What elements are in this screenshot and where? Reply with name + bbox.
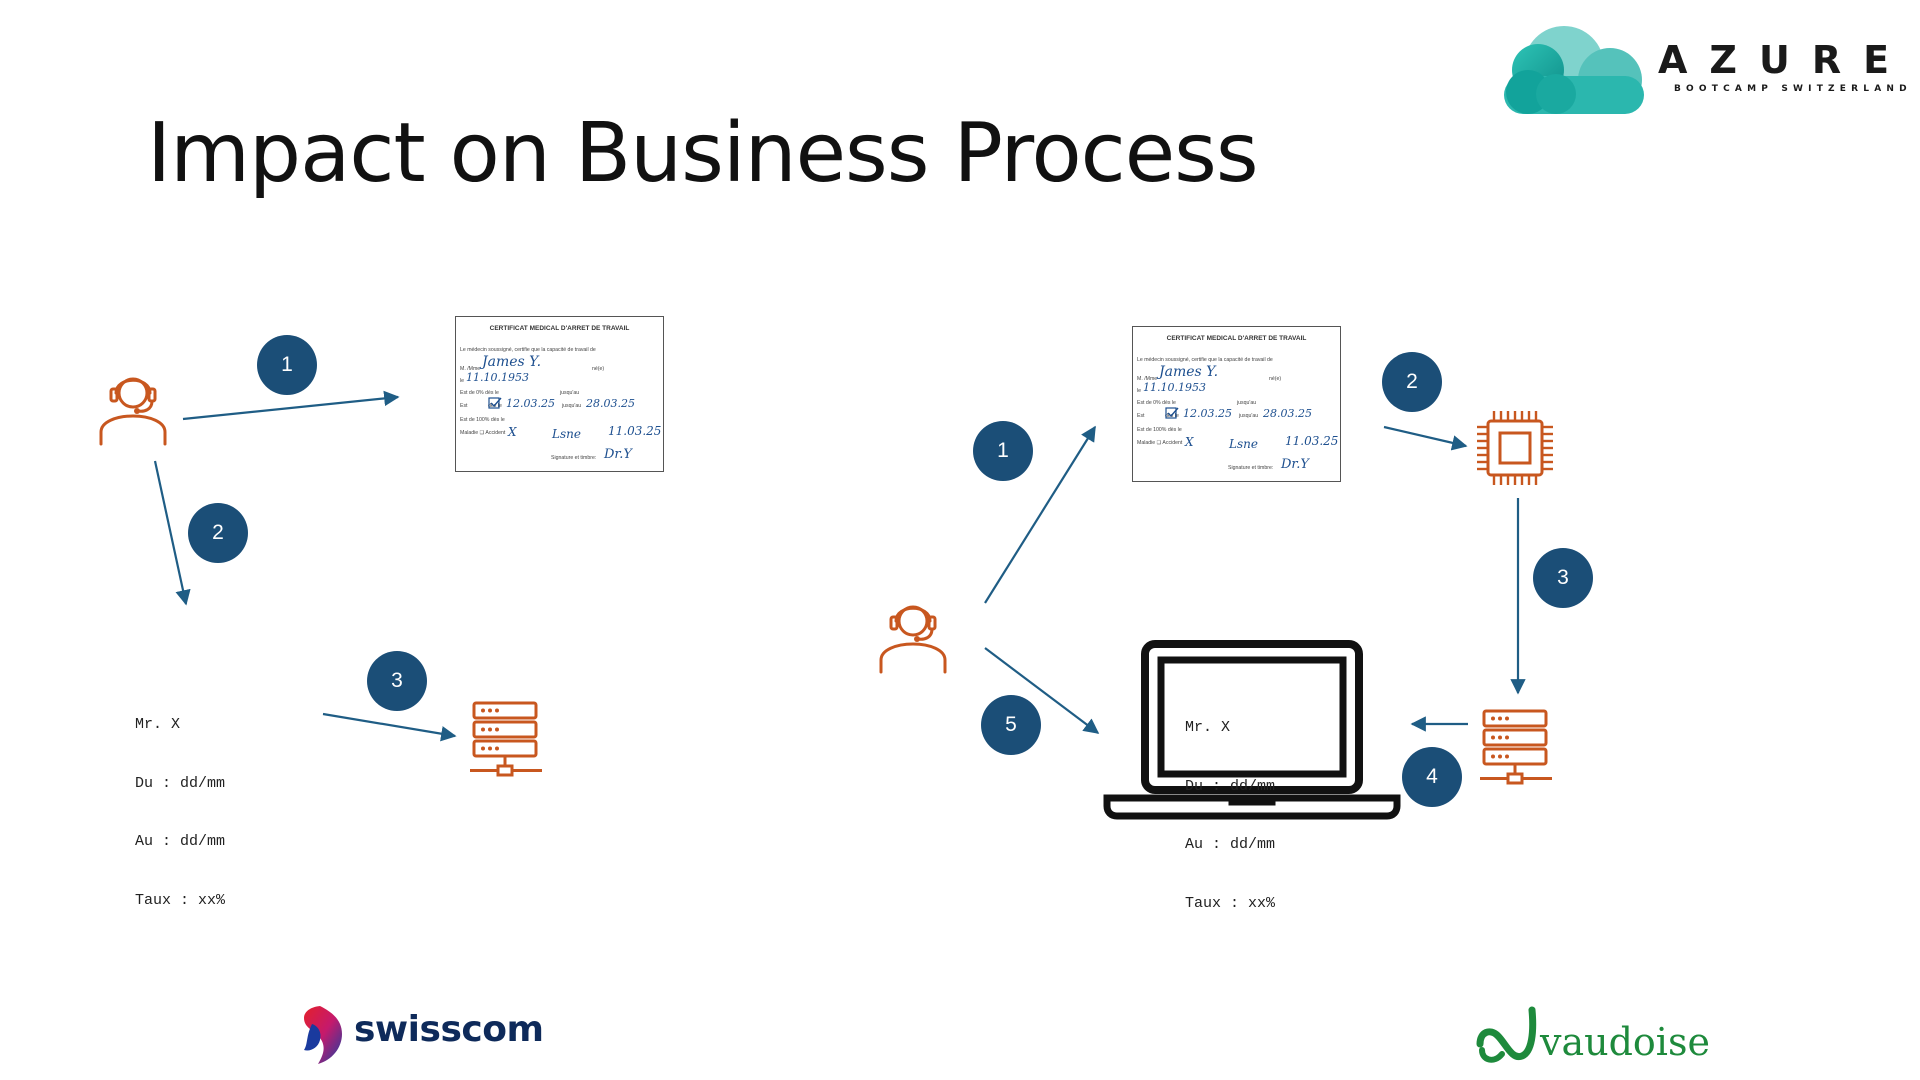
certificate-title: CERTIFICAT MEDICAL D'ARRET DE TRAVAIL	[489, 325, 630, 332]
step-badge-right-4: 4	[1402, 747, 1462, 807]
extracted-form-left: Mr. X Du : dd/mm Au : dd/mm Taux : xx%	[135, 676, 225, 949]
azure-wordmark: AZURE	[1658, 38, 1912, 82]
form-line-to: Au : dd/mm	[135, 833, 226, 850]
handwritten-to-date: 28.03.25	[586, 397, 635, 410]
certificate-line: Signature et timbre:	[1228, 465, 1274, 471]
headset-agent-icon	[99, 377, 167, 446]
certificate-line: jusqu'au	[1237, 400, 1257, 406]
handwritten-date: 11.03.25	[1285, 434, 1339, 448]
handwritten-from-date: 12.03.25	[1183, 407, 1232, 420]
certificate-line: jusqu'au	[560, 390, 580, 396]
certificate-line: Le médecin soussigné, certifie que la ca…	[460, 347, 596, 353]
certificate-line: M. /Mme	[1137, 376, 1158, 382]
certificate-line: le	[1137, 388, 1142, 394]
handwritten-signature: Dr.Y	[1281, 457, 1309, 472]
certificate-line: le	[460, 378, 465, 384]
checkbox-mark-icon	[488, 397, 502, 409]
certificate-line: Est de 0% dès le	[1137, 400, 1176, 406]
left-arrow-1	[182, 390, 400, 421]
form-line-name: Mr. X	[1185, 719, 1231, 736]
step-badge-left-3: 3	[367, 651, 427, 711]
step-badge-right-2: 2	[1382, 352, 1442, 412]
certificate-line: Le médecin soussigné, certifie que la ca…	[1137, 357, 1273, 363]
azure-subtitle: BOOTCAMP SWITZERLAND	[1674, 84, 1912, 94]
headset-agent-icon	[879, 605, 947, 674]
handwritten-name: James Y.	[482, 354, 542, 370]
form-line-from: Du : dd/mm	[1185, 777, 1276, 795]
server-icon	[470, 701, 542, 777]
form-line-name: Mr. X	[135, 716, 181, 733]
certificate-line: Est de 100% dès le	[1137, 427, 1182, 433]
handwritten-place: Lsne	[552, 427, 581, 441]
step-badge-right-1: 1	[973, 421, 1033, 481]
step-badge-right-3: 3	[1533, 548, 1593, 608]
swisscom-logo	[304, 1006, 342, 1064]
certificate-line: jusqu'au	[1239, 413, 1259, 419]
swisscom-wordmark: swisscom	[354, 1009, 544, 1050]
medical-certificate-right: CERTIFICAT MEDICAL D'ARRET DE TRAVAIL Le…	[1132, 326, 1341, 482]
handwritten-date: 11.03.25	[608, 424, 662, 438]
step-badge-left-2: 2	[188, 503, 248, 563]
form-line-to: Au : dd/mm	[1185, 836, 1276, 853]
certificate-line: né(e)	[592, 366, 605, 372]
handwritten-place: Lsne	[1229, 437, 1258, 451]
handwritten-x: X	[1185, 435, 1194, 449]
certificate-line: Maladie ❑ Accident	[1137, 440, 1183, 446]
handwritten-birthdate: 11.10.1953	[466, 371, 529, 384]
cpu-chip-icon	[1477, 411, 1553, 485]
medical-certificate-left: CERTIFICAT MEDICAL D'ARRET DE TRAVAIL Le…	[455, 316, 664, 472]
certificate-line: M. /Mme	[460, 366, 481, 372]
vaudoise-logo	[1476, 1006, 1537, 1063]
certificate-line: Signature et timbre:	[551, 455, 597, 461]
vaudoise-wordmark: vaudoise	[1540, 1020, 1710, 1064]
handwritten-name: James Y.	[1159, 364, 1219, 380]
handwritten-birthdate: 11.10.1953	[1143, 381, 1206, 394]
form-line-rate: Taux : xx%	[135, 891, 226, 909]
left-arrow-3	[322, 712, 457, 742]
handwritten-to-date: 28.03.25	[1263, 407, 1312, 420]
right-arrow-2	[1383, 425, 1468, 451]
step-badge-left-1: 1	[257, 335, 317, 395]
certificate-line: Est de 0% dès le	[460, 390, 499, 396]
server-icon	[1480, 709, 1552, 785]
checkbox-mark-icon	[1165, 407, 1179, 419]
left-arrow-2	[153, 460, 191, 606]
azure-cloud-logo	[1504, 26, 1644, 114]
page-title: Impact on Business Process	[147, 106, 1259, 201]
handwritten-from-date: 12.03.25	[506, 397, 555, 410]
certificate-line: Maladie ❑ Accident	[460, 430, 506, 436]
extracted-form-laptop: Mr. X Du : dd/mm Au : dd/mm Taux : xx%	[1185, 679, 1275, 952]
handwritten-signature: Dr.Y	[604, 447, 632, 462]
right-arrow-5	[984, 647, 1100, 734]
form-line-from: Du : dd/mm	[135, 774, 226, 792]
right-arrow-1	[984, 425, 1096, 604]
certificate-line: Est de 100% dès le	[460, 417, 505, 423]
certificate-line: Est	[460, 403, 468, 409]
handwritten-x: X	[508, 425, 517, 439]
certificate-line: jusqu'au	[562, 403, 582, 409]
certificate-line: Est	[1137, 413, 1145, 419]
laptop-icon	[1103, 640, 1401, 820]
step-badge-right-5: 5	[981, 695, 1041, 755]
form-line-rate: Taux : xx%	[1185, 894, 1276, 912]
certificate-line: né(e)	[1269, 376, 1282, 382]
certificate-title: CERTIFICAT MEDICAL D'ARRET DE TRAVAIL	[1166, 335, 1307, 342]
